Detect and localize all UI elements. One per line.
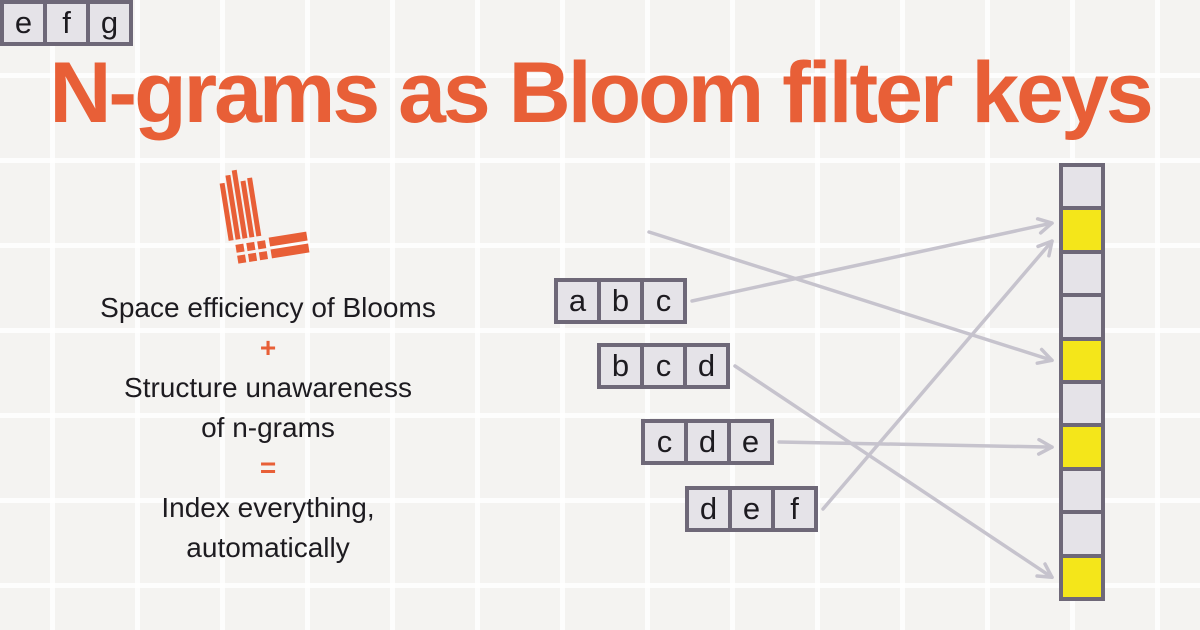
ngram-cell: a [558, 282, 597, 320]
ngram-box-bcd: b c d [597, 343, 730, 389]
arrowhead-icon [1036, 239, 1054, 258]
ngram-cell: f [775, 490, 814, 528]
arrow-line-ngram1-bit1 [690, 221, 1054, 303]
bloom-cell-8-empty [1063, 514, 1101, 554]
arrow-line-ngram0-bit4 [647, 230, 1054, 363]
bloom-cell-6-set [1063, 427, 1101, 467]
equals-operator: = [259, 452, 277, 483]
ngram-cell: c [645, 423, 684, 461]
arrow-line-ngram4-bit1 [821, 239, 1054, 511]
bloom-cell-7-empty [1063, 470, 1101, 511]
ngram-cell: e [4, 4, 43, 42]
bloom-cell-9-set [1063, 557, 1101, 597]
bloom-cell-4-set [1063, 340, 1101, 380]
arrowhead-icon [1035, 217, 1054, 235]
plus-operator: + [259, 332, 277, 363]
striped-l-mark-icon [219, 169, 310, 264]
ngram-cell: e [732, 490, 771, 528]
ngram-cell: d [688, 423, 727, 461]
ngram-cell: c [644, 347, 683, 385]
ngram-box-cde: c d e [641, 419, 774, 465]
ngram-cell: d [689, 490, 728, 528]
page-title: N-grams as Bloom filter keys [49, 45, 1153, 141]
ngram-box-abc: a b c [554, 278, 687, 324]
arrowhead-icon [1036, 437, 1054, 456]
bloom-cell-3-empty [1063, 297, 1101, 337]
formula-block: Space efficiency of Blooms + Structure u… [68, 288, 468, 568]
ngram-cell: g [90, 4, 129, 42]
ngram-cell: f [47, 4, 86, 42]
formula-line: automatically [186, 532, 350, 563]
bloom-cell-0-empty [1063, 167, 1101, 207]
ngram-cell: c [644, 282, 683, 320]
bloom-cell-5-empty [1063, 383, 1101, 424]
formula-line: of n-grams [201, 412, 335, 443]
ngram-cell: e [731, 423, 770, 461]
bloom-cell-1-set [1063, 210, 1101, 250]
arrow-line-ngram3-bit6 [777, 440, 1054, 449]
ngram-box-def: d e f [685, 486, 818, 532]
formula-line: Structure unawareness [124, 372, 412, 403]
bloom-cell-2-empty [1063, 253, 1101, 294]
ngram-cell: d [687, 347, 726, 385]
bloom-filter-array [1059, 163, 1105, 601]
arrowhead-icon [1035, 562, 1054, 580]
ngram-cell: b [601, 347, 640, 385]
arrowhead-icon [1035, 347, 1054, 365]
ngram-cell: b [601, 282, 640, 320]
formula-line: Space efficiency of Blooms [100, 292, 436, 323]
formula-line: Index everything, [161, 492, 375, 523]
ngram-box-efg: e f g [0, 0, 133, 46]
arrow-line-ngram2-bit9 [733, 364, 1054, 580]
